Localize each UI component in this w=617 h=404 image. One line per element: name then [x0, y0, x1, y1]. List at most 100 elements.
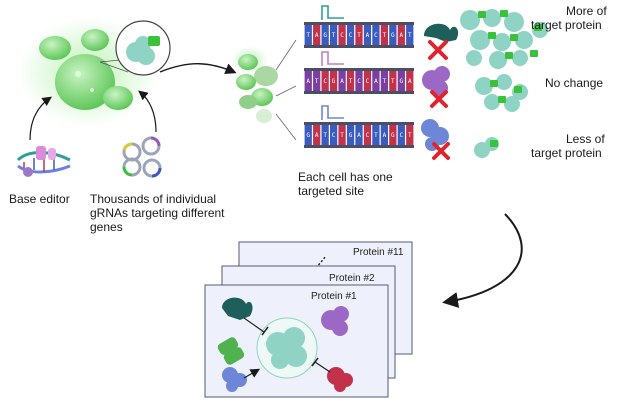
dna-base-pair: [363, 125, 372, 145]
dna-base-letter: T: [323, 132, 327, 139]
dna-base-letter: G: [323, 32, 327, 39]
dna-base-pair: [389, 25, 397, 45]
card-protein-11-label: Protein #11: [353, 247, 404, 258]
dna-backbone: [304, 91, 414, 94]
dna-base-pair: [363, 71, 372, 91]
dna-base-pair: [355, 71, 363, 91]
dna-base-letter: A: [408, 78, 412, 85]
dna-base-pair: [389, 125, 397, 145]
grna-library-label-line3: genes: [90, 220, 123, 234]
dna-base-pair: [355, 25, 363, 45]
dna-backbone: [304, 45, 414, 48]
cell-library: [232, 46, 278, 123]
dna-base-pair: [355, 125, 363, 145]
knockout-x: [430, 90, 448, 108]
dna-base-letter: G: [391, 32, 395, 39]
grna-hairpin: [321, 105, 344, 120]
more-protein-label-line2: target protein: [531, 18, 602, 32]
dna-base-pair: [380, 125, 389, 145]
more-cards-ellipsis: [315, 255, 327, 269]
dna-base-pair: [363, 25, 372, 45]
dna-base-pair: [346, 125, 355, 145]
knockout-x: [432, 142, 450, 160]
dna-base-letter: A: [366, 32, 370, 39]
cell-small: [39, 36, 71, 60]
dna-base-letter: T: [332, 32, 336, 39]
blue-protein: [222, 367, 247, 392]
dna-base-pair: [313, 125, 321, 145]
each-cell-label-line1: Each cell has one: [298, 170, 393, 184]
dna-base-letter: T: [349, 78, 353, 85]
dna-base-pair: [397, 71, 405, 91]
dna-base-letter: T: [408, 132, 412, 139]
dna-base-pair: [313, 71, 321, 91]
red-protein: [327, 367, 353, 392]
dna-base-letter: C: [323, 78, 327, 85]
dna-base-pair: [313, 25, 321, 45]
cell-large: [55, 54, 115, 110]
dna-base-letter: T: [383, 32, 387, 39]
dna-base-pair: [338, 25, 346, 45]
grna-library-label-line2: gRNAs targeting different: [90, 206, 225, 220]
grna-hairpin: [321, 5, 344, 20]
dna-base-letter: A: [315, 132, 319, 139]
dna-base-letter: T: [357, 32, 361, 39]
cell-small: [81, 29, 109, 51]
cell-small: [103, 86, 133, 110]
dna-base-letter: C: [340, 32, 344, 39]
dna-base-pair: [397, 125, 405, 145]
dna-base-letter: A: [399, 32, 403, 39]
dna-base-letter: T: [408, 32, 412, 39]
library-cell: [256, 109, 272, 123]
dna-base-pair: [346, 25, 355, 45]
dna-base-letter: C: [349, 32, 353, 39]
dna-base-letter: T: [306, 32, 310, 39]
library-cell: [254, 66, 278, 86]
dna-base-letter: G: [399, 78, 403, 85]
dna-backbone: [304, 22, 414, 25]
dna-base-pair: [329, 71, 338, 91]
dna-base-pair: [338, 125, 346, 145]
base-editor-icon: [16, 146, 71, 177]
library-cell: [238, 54, 258, 70]
green-protein: [217, 337, 245, 365]
dna-base-letter: T: [383, 78, 387, 85]
outcome-no-change: [422, 66, 528, 112]
dna-base-letter: C: [366, 132, 370, 139]
dna-base-letter: G: [391, 132, 395, 139]
dna-base-letter: G: [349, 132, 353, 139]
dna-base-pair: [321, 125, 329, 145]
dna-base-letter: T: [340, 132, 344, 139]
dna-base-pair: [304, 25, 312, 45]
dna-backbone: [304, 68, 414, 71]
dna-base-letter: T: [315, 78, 319, 85]
grna-hairpin: [321, 51, 344, 66]
dna-base-pair: [406, 71, 414, 91]
dna-base-pair: [406, 125, 414, 145]
dna-backbone: [304, 145, 414, 148]
dna-base-letter: G: [332, 78, 336, 85]
dna-base-pair: [380, 25, 389, 45]
dna-base-letter: C: [374, 32, 378, 39]
inhibition-edge: [243, 317, 265, 333]
dna-base-letter: C: [357, 78, 361, 85]
grna-plasmids-icon: [122, 136, 162, 178]
dna-base-pair: [380, 71, 389, 91]
dna-base-pair: [397, 25, 405, 45]
dna-base-pair: [406, 25, 414, 45]
dna-base-letter: A: [340, 78, 344, 85]
purple-protein: [321, 306, 349, 336]
dna-base-pair: [338, 71, 346, 91]
cell-culture: [18, 17, 171, 127]
base-editor-label: Base editor: [9, 192, 70, 206]
card-protein-2-label: Protein #2: [329, 273, 375, 284]
library-cell: [239, 95, 257, 109]
dna-base-letter: G: [306, 132, 310, 139]
library-cell: [236, 74, 256, 90]
inhibitor-protein: [424, 23, 459, 42]
